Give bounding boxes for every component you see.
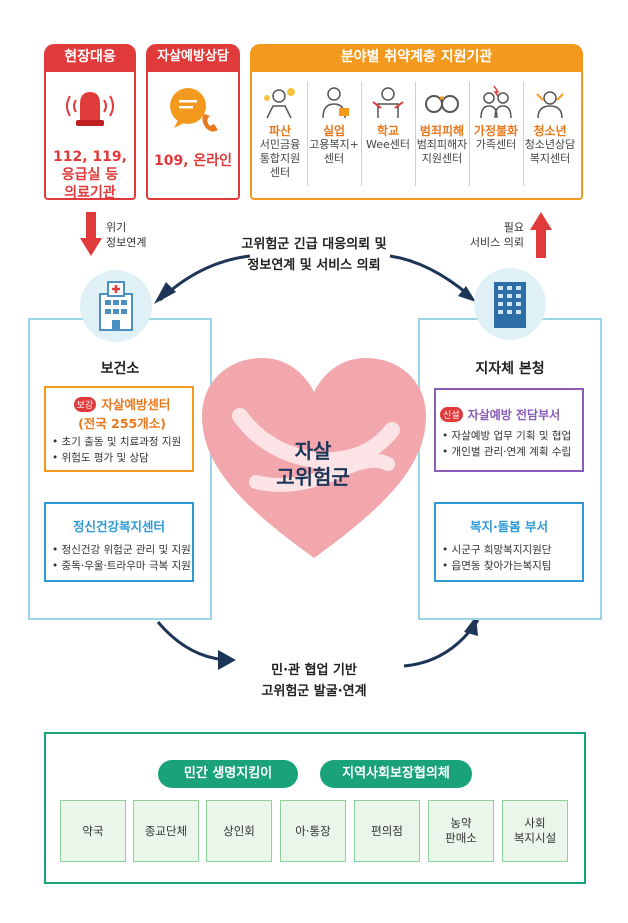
counsel-text: 109, 온라인 bbox=[153, 153, 233, 169]
rcard1-bullet-2: • 개인별 관리·연계 계획 수립 bbox=[442, 446, 572, 458]
cycle-bottom-line-2: 고위험군 발굴·연계 bbox=[261, 684, 367, 699]
agency-desc-2: 복지센터 bbox=[529, 152, 571, 165]
field-response-box: 112, 119, 응급실 등 의료기관 bbox=[44, 70, 136, 201]
center-line-1: 자살 bbox=[294, 439, 332, 463]
building-icon-wrap bbox=[474, 268, 546, 340]
welfare-dept-card: 복지·돌봄 부서 • 시군구 희망복지지원단 • 읍면동 찾아가는복지팀 bbox=[434, 502, 584, 582]
hospital-icon bbox=[99, 281, 133, 331]
counsel-box: 109, 온라인 bbox=[146, 70, 240, 200]
agency-name: 실업 bbox=[322, 124, 346, 138]
badge-reinforced: 보강 bbox=[73, 397, 97, 412]
cycle-bottom-label: 민·관 협업 기반 고위험군 발굴·연계 bbox=[214, 660, 414, 702]
agencies-box bbox=[250, 70, 583, 200]
agency-desc-1: 가족센터 bbox=[475, 138, 517, 151]
card1-bullet-1: • 초기 출동 및 치료과정 지원 bbox=[52, 436, 182, 448]
agency-item-school: 학교 Wee센터 bbox=[362, 80, 414, 152]
rcard2-title: 복지·돌봄 부서 bbox=[469, 519, 549, 534]
card1-subtitle: (전국 255개소) bbox=[78, 416, 166, 431]
agency-item-bankruptcy: 파산 서민금융 통합지원 센터 bbox=[254, 80, 306, 180]
right-arrow-line-2: 서비스 의뢰 bbox=[469, 236, 524, 249]
agency-name: 가정불화 bbox=[473, 124, 519, 138]
rcard1-bullet-1: • 자살예방 업무 기획 및 협업 bbox=[442, 430, 572, 442]
card2-bullet-2: • 중독·우울·트라우마 극복 지원 bbox=[52, 560, 191, 572]
agency-item-crime: 범죄피해 범죄피해자 지원센터 bbox=[416, 80, 468, 166]
agency-name: 파산 bbox=[268, 124, 292, 138]
community-box-convenience: 편의점 bbox=[354, 800, 420, 862]
center-line-2: 고위험군 bbox=[276, 465, 350, 489]
agency-item-unemployment: 실업 고용복지+ 센터 bbox=[308, 80, 360, 166]
community-box-neighborhood: 아·통장 bbox=[280, 800, 346, 862]
agency-desc-2: 통합지원 bbox=[259, 152, 301, 165]
cycle-top-line-1: 고위험군 긴급 대응의뢰 및 bbox=[241, 237, 387, 252]
agency-desc-1: 청소년상담 bbox=[524, 138, 576, 151]
field-line-2: 응급실 등 bbox=[61, 167, 119, 183]
left-panel-title: 보건소 bbox=[100, 361, 140, 377]
card1-bullet-2: • 위험도 평가 및 상담 bbox=[52, 452, 149, 464]
agency-desc-1: 범죄피해자 bbox=[416, 138, 468, 151]
badge-new: 신설 bbox=[440, 407, 463, 422]
heart-hug-icon bbox=[202, 358, 426, 558]
community-box-religion: 종교단체 bbox=[133, 800, 199, 862]
suicide-prevention-dept-card: 신설 자살예방 전담부서 • 자살예방 업무 기획 및 협업 • 개인별 관리·… bbox=[434, 388, 584, 472]
left-arrow-line-2: 정보연계 bbox=[106, 236, 147, 249]
building-icon bbox=[494, 282, 526, 328]
field-response-header: 현장대응 bbox=[44, 44, 136, 70]
siren-icon bbox=[66, 92, 114, 126]
pill-private-gatekeepers: 민간 생명지킴이 bbox=[158, 760, 298, 788]
agency-desc-1: 고용복지+ bbox=[309, 138, 359, 151]
agency-name: 범죄피해 bbox=[419, 124, 465, 138]
right-arrow-label: 필요 서비스 의뢰 bbox=[460, 220, 524, 250]
right-panel-title: 지자체 본청 bbox=[475, 361, 545, 377]
unemployment-icon bbox=[322, 87, 349, 119]
agency-desc-1: Wee센터 bbox=[365, 138, 410, 151]
agency-item-family: 가정불화 가족센터 bbox=[470, 80, 522, 152]
cycle-bottom-line-1: 민·관 협업 기반 bbox=[271, 663, 357, 678]
agency-name: 학교 bbox=[376, 124, 400, 138]
family-conflict-icon bbox=[480, 85, 512, 119]
agency-desc-3: 센터 bbox=[269, 166, 291, 179]
handcuffs-icon bbox=[425, 95, 459, 113]
left-arrow-label: 위기 정보연계 bbox=[106, 220, 146, 250]
community-box-merchants: 상인회 bbox=[206, 800, 272, 862]
counsel-header: 자살예방상담 bbox=[146, 44, 240, 70]
hospital-icon-wrap bbox=[80, 270, 152, 342]
right-arrow-line-1: 필요 bbox=[503, 221, 524, 234]
agency-desc-2: 센터 bbox=[323, 152, 345, 165]
down-arrow-icon bbox=[80, 212, 102, 256]
suicide-prevention-center-card: 보강 자살예방센터 (전국 255개소) • 초기 출동 및 치료과정 지원 •… bbox=[44, 386, 194, 472]
mental-health-center-card: 정신건강복지센터 • 정신건강 위험군 관리 및 지원 • 중독·우울·트라우마… bbox=[44, 502, 194, 582]
left-arrow-line-1: 위기 bbox=[106, 221, 127, 234]
cycle-top-line-2: 정보연계 및 서비스 의뢰 bbox=[247, 258, 381, 273]
agency-name: 청소년 bbox=[533, 124, 567, 138]
field-line-3: 의료기관 bbox=[64, 185, 116, 201]
cycle-top-label: 고위험군 긴급 대응의뢰 및 정보연계 및 서비스 의뢰 bbox=[214, 234, 414, 276]
center-label: 자살 고위험군 bbox=[228, 438, 398, 490]
bankruptcy-icon bbox=[264, 88, 295, 119]
card1-title: 자살예방센터 bbox=[101, 397, 171, 412]
up-arrow-icon bbox=[530, 212, 552, 258]
card2-title: 정신건강복지센터 bbox=[72, 519, 165, 534]
agency-desc-1: 서민금융 bbox=[259, 138, 301, 151]
card2-bullet-1: • 정신건강 위험군 관리 및 지원 bbox=[52, 544, 191, 556]
school-icon bbox=[372, 87, 404, 118]
phone-chat-icon bbox=[170, 88, 218, 132]
rcard2-bullet-1: • 시군구 희망복지지원단 bbox=[442, 544, 552, 556]
youth-icon bbox=[536, 91, 564, 119]
field-line-1: 112, 119, bbox=[53, 149, 127, 165]
rcard1-title: 자살예방 전담부서 bbox=[467, 408, 561, 422]
agency-item-youth: 청소년 청소년상담 복지센터 bbox=[524, 80, 576, 166]
agency-desc-2: 지원센터 bbox=[421, 152, 463, 165]
rcard2-bullet-2: • 읍면동 찾아가는복지팀 bbox=[442, 560, 552, 572]
community-box-pharmacy: 약국 bbox=[60, 800, 126, 862]
agencies-header: 분야별 취약계층 지원기관 bbox=[250, 44, 583, 70]
pill-community-council: 지역사회보장협의체 bbox=[320, 760, 472, 788]
